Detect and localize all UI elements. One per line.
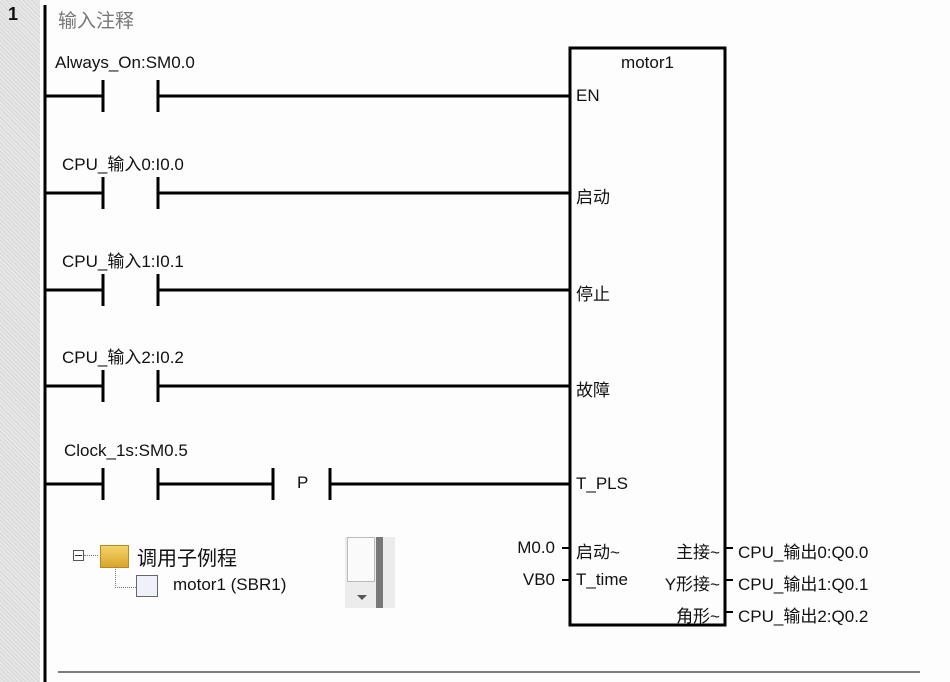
folder-icon	[100, 545, 129, 568]
pin-start: 启动	[576, 188, 610, 207]
pin-input: 启动~	[576, 543, 620, 562]
rung-5	[45, 468, 570, 500]
rung-4	[45, 370, 570, 402]
tree-connector	[84, 555, 98, 556]
pin-fault: 故障	[576, 381, 610, 400]
pin-input: T_time	[576, 570, 628, 589]
pin-output: Y形接~	[664, 575, 720, 594]
input-operand[interactable]: VB0	[522, 570, 555, 589]
output-operand[interactable]: CPU_输出2:Q0.2	[738, 607, 869, 626]
rung-2	[45, 177, 570, 209]
network-number: 1	[8, 4, 19, 24]
scroll-down-icon[interactable]	[357, 595, 367, 600]
pin-en: EN	[576, 86, 600, 105]
contact-label[interactable]: CPU_输入0:I0.0	[62, 155, 184, 174]
network-comment[interactable]: 输入注释	[58, 11, 135, 32]
pin-stop: 停止	[576, 285, 610, 304]
pin-output: 主接~	[676, 543, 720, 562]
tree-item-label[interactable]: motor1 (SBR1)	[173, 575, 287, 594]
rung-1	[45, 80, 570, 112]
pin-output: 角形~	[676, 607, 720, 626]
rung-3	[45, 274, 570, 306]
output-operand[interactable]: CPU_输出0:Q0.0	[738, 543, 869, 562]
output-operand[interactable]: CPU_输出1:Q0.1	[738, 575, 869, 594]
contact-label[interactable]: Always_On:SM0.0	[55, 53, 195, 72]
network-gutter	[0, 0, 40, 682]
contact-label[interactable]: CPU_输入2:I0.2	[62, 348, 184, 367]
contact-label[interactable]: Clock_1s:SM0.5	[64, 441, 188, 460]
input-operand[interactable]: M0.0	[517, 538, 555, 557]
collapse-icon[interactable]	[73, 550, 84, 561]
pin-t-pls: T_PLS	[576, 474, 628, 493]
block-title: motor1	[621, 53, 674, 72]
scrollbar[interactable]	[345, 537, 395, 608]
tree-connector	[115, 567, 136, 588]
contact-label[interactable]: CPU_输入1:I0.1	[62, 252, 184, 271]
function-block	[568, 46, 727, 627]
positive-edge-label: P	[297, 473, 309, 492]
subroutine-icon	[136, 575, 158, 597]
scrollbar-thumb[interactable]	[347, 537, 375, 582]
tree-folder-label[interactable]: 调用子例程	[137, 548, 237, 570]
scrollbar-edge	[376, 537, 383, 608]
